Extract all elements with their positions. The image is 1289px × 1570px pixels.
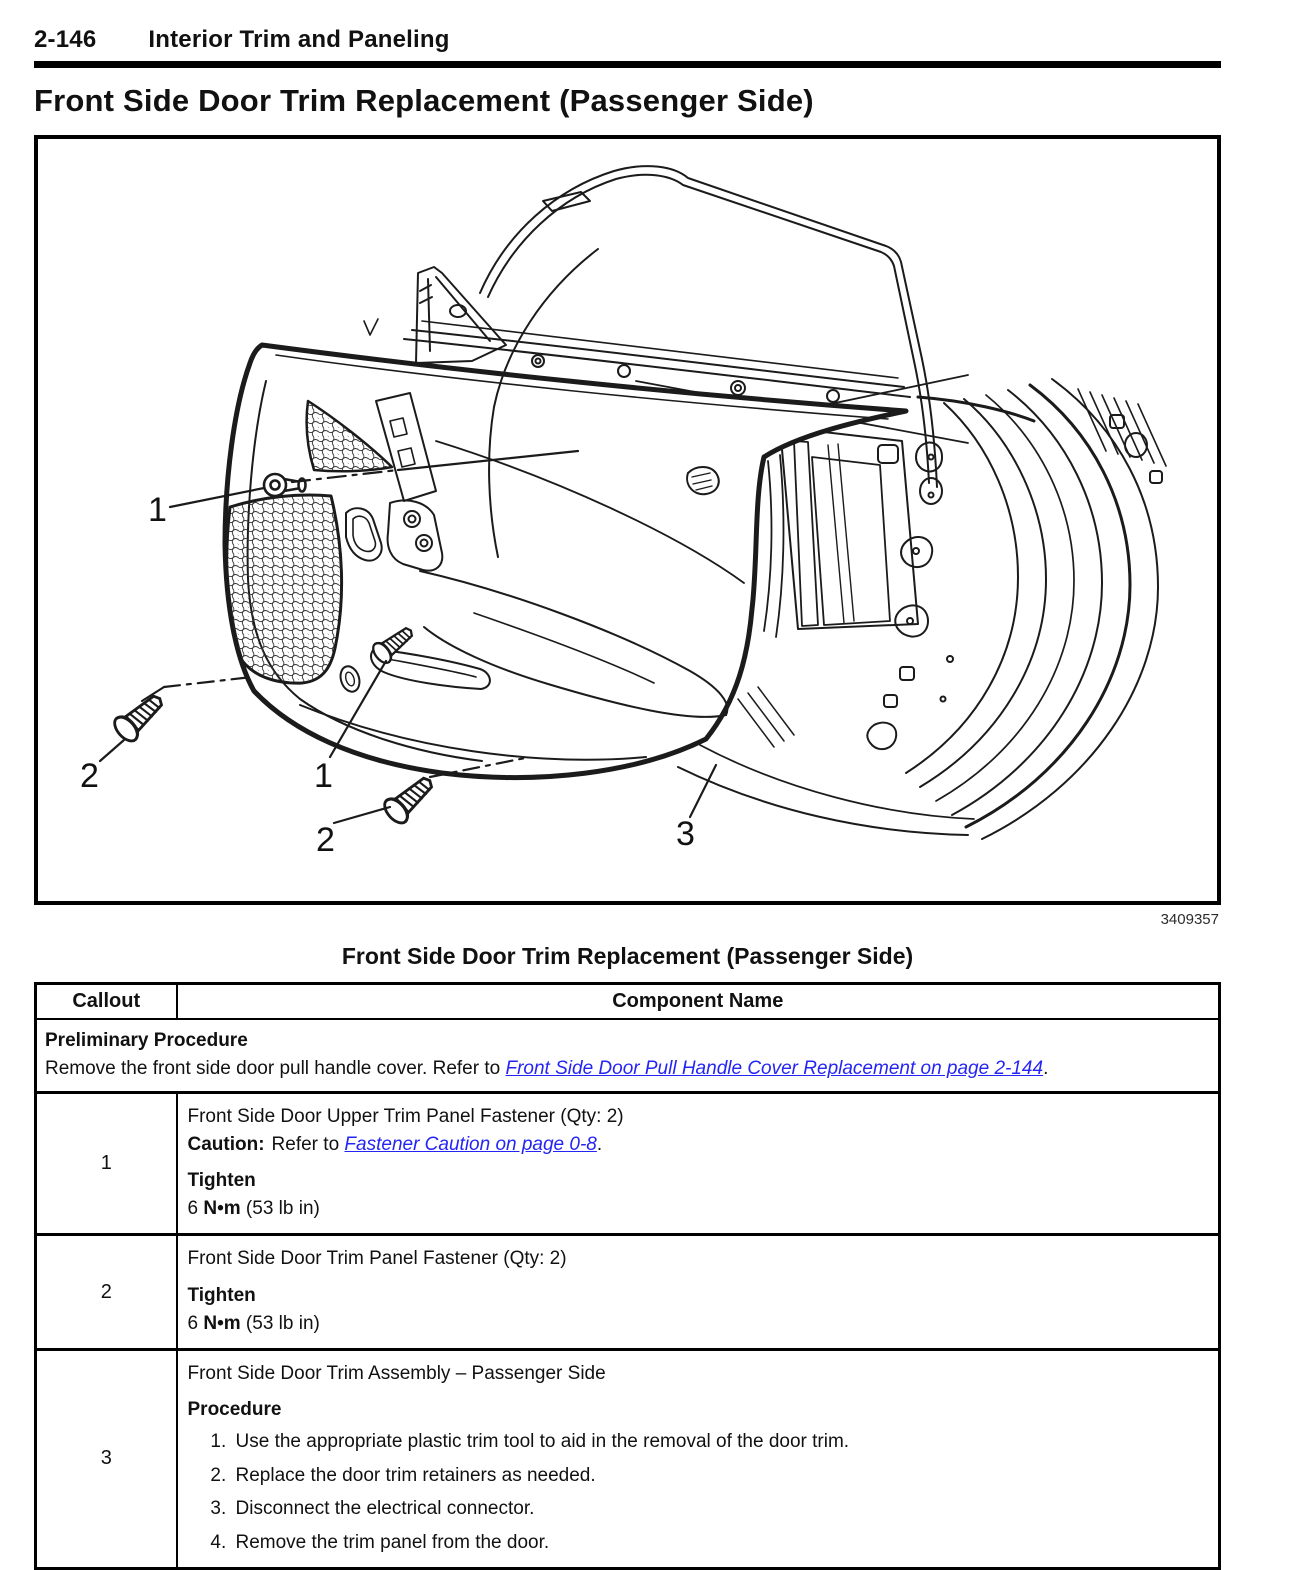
push-pin-fastener [262, 472, 307, 498]
trim-panel-art [222, 248, 909, 781]
procedure-label: Procedure [187, 1398, 282, 1420]
door-shell-art [363, 165, 1167, 840]
preliminary-text: Remove the front side door pull handle c… [45, 1058, 1049, 1080]
row-callout-number: 1 [34, 1091, 178, 1236]
table-row: 1 Front Side Door Upper Trim Panel Faste… [34, 1091, 1221, 1236]
screw-fastener [378, 768, 441, 829]
procedure-step: Use the appropriate plastic trim tool to… [232, 1430, 1209, 1455]
table-row: 3 Front Side Door Trim Assembly – Passen… [34, 1347, 1221, 1570]
chapter-title: Interior Trim and Paneling [148, 26, 450, 53]
header-rule [34, 61, 1221, 68]
callout-leaders [98, 449, 718, 825]
page-number: 2-146 [34, 26, 97, 53]
torque-spec: 6 N•m (53 lb in) [187, 1312, 320, 1334]
row-callout-number: 2 [34, 1233, 178, 1351]
component-table: Callout Component Name Preliminary Proce… [34, 982, 1221, 1570]
callout-1-label: 1 [148, 491, 167, 529]
preliminary-heading: Preliminary Procedure [45, 1030, 248, 1051]
table-header-row: Callout Component Name [34, 982, 1221, 1020]
callout-2-label: 2 [316, 821, 335, 859]
fastener-caution-link[interactable]: Fastener Caution on page 0-8 [344, 1134, 597, 1156]
callout-1-label: 1 [314, 757, 333, 795]
preliminary-row: Preliminary Procedure Remove the front s… [34, 1018, 1221, 1094]
row-callout-number: 3 [34, 1347, 178, 1570]
table-caption: Front Side Door Trim Replacement (Passen… [341, 943, 914, 969]
component-name: Front Side Door Trim Assembly – Passenge… [187, 1362, 606, 1384]
figure-number: 3409357 [1160, 911, 1219, 928]
fasteners-art [108, 472, 441, 829]
running-header: 2-146 Interior Trim and Paneling [34, 26, 1221, 54]
component-name: Front Side Door Upper Trim Panel Fastene… [187, 1106, 624, 1128]
column-header-callout: Callout [34, 982, 178, 1020]
door-trim-diagram: 1 1 2 2 3 [80, 165, 1167, 859]
page: 2-146 Interior Trim and Paneling Front S… [34, 0, 1221, 1570]
column-header-component: Component Name [175, 982, 1221, 1020]
callout-3-label: 3 [676, 815, 695, 853]
caution-note: Caution:Refer to Fastener Caution on pag… [187, 1134, 603, 1156]
pull-handle-cover-link[interactable]: Front Side Door Pull Handle Cover Replac… [505, 1058, 1044, 1080]
callout-2-label: 2 [80, 757, 99, 795]
tighten-label: Tighten [187, 1284, 256, 1306]
callout-numbers: 1 1 2 2 3 [80, 491, 695, 859]
page-title: Front Side Door Trim Replacement (Passen… [34, 83, 814, 118]
procedure-step: Replace the door trim retainers as neede… [232, 1464, 1209, 1489]
component-name: Front Side Door Trim Panel Fastener (Qty… [187, 1248, 567, 1270]
procedure-step: Remove the trim panel from the door. [232, 1531, 1209, 1556]
torque-spec: 6 N•m (53 lb in) [187, 1198, 320, 1220]
procedure-steps: Use the appropriate plastic trim tool to… [188, 1430, 1209, 1556]
tighten-label: Tighten [187, 1170, 256, 1192]
figure-illustration: 1 1 2 2 3 [34, 135, 1221, 905]
table-row: 2 Front Side Door Trim Panel Fastener (Q… [34, 1233, 1221, 1351]
screw-fastener [108, 686, 171, 747]
